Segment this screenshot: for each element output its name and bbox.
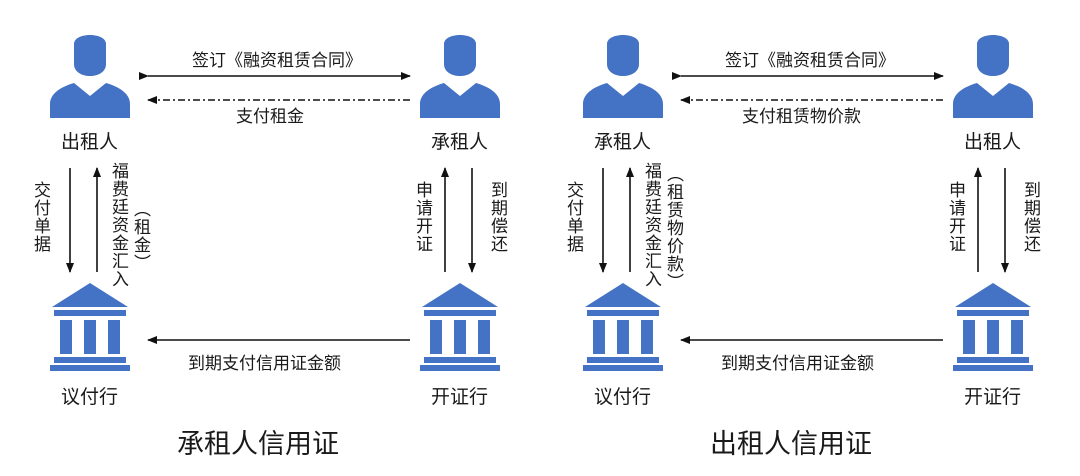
top-left-role-label: 承租人 — [594, 131, 652, 153]
bank-icon — [420, 283, 500, 371]
bottom-flow-label: 到期支付信用证金额 — [188, 354, 341, 374]
bottom-right-role-label: 开证行 — [964, 386, 1022, 408]
bank-icon — [953, 283, 1033, 371]
flow-arrows — [66, 72, 476, 344]
top-right-role-label: 承租人 — [431, 131, 489, 153]
person-icon — [420, 35, 500, 118]
bank-icon — [583, 283, 663, 371]
bottom-right-role-label: 开证行 — [431, 386, 489, 408]
top-left-role-label: 出租人 — [61, 131, 119, 153]
diagram-caption: 出租人信用证 — [710, 429, 872, 460]
bottom-flow-label: 到期支付信用证金额 — [721, 354, 874, 374]
left-up-note: （租赁物价款） — [663, 165, 683, 291]
payment-label: 支付租赁物价款 — [742, 107, 861, 127]
bank-icon — [50, 283, 130, 371]
left-down-label: 交付单据 — [563, 181, 583, 253]
flow-arrows — [599, 72, 1009, 344]
person-icon — [583, 35, 663, 118]
right-down-label: 到期偿还 — [1020, 181, 1040, 253]
diagram-caption: 承租人信用证 — [177, 429, 339, 460]
contract-label: 签订《融资租赁合同》 — [725, 51, 895, 71]
bottom-left-role-label: 议付行 — [61, 386, 119, 408]
right-up-label: 申请开证 — [945, 181, 965, 253]
panel-lessee-lc: 出租人 承租人 议付行 开证行 签订《融资租赁合同》 支付租金 到期支付信用证金… — [30, 35, 507, 460]
payment-label: 支付租金 — [236, 107, 304, 127]
bottom-left-role-label: 议付行 — [594, 386, 652, 408]
contract-label: 签订《融资租赁合同》 — [192, 51, 362, 71]
panel-lessor-lc: 承租人 出租人 议付行 开证行 签订《融资租赁合同》 支付租赁物价款 到期支付信… — [533, 0, 1073, 476]
person-icon — [50, 35, 130, 118]
left-up-label: 福费廷资金汇入 — [641, 162, 661, 288]
right-down-label: 到期偿还 — [487, 181, 507, 253]
person-icon — [953, 35, 1033, 118]
left-down-label: 交付单据 — [30, 181, 50, 253]
left-up-note: （租金） — [130, 200, 150, 272]
top-right-role-label: 出租人 — [964, 131, 1022, 153]
left-up-label: 福费廷资金汇入 — [108, 162, 128, 288]
right-up-label: 申请开证 — [412, 181, 432, 253]
